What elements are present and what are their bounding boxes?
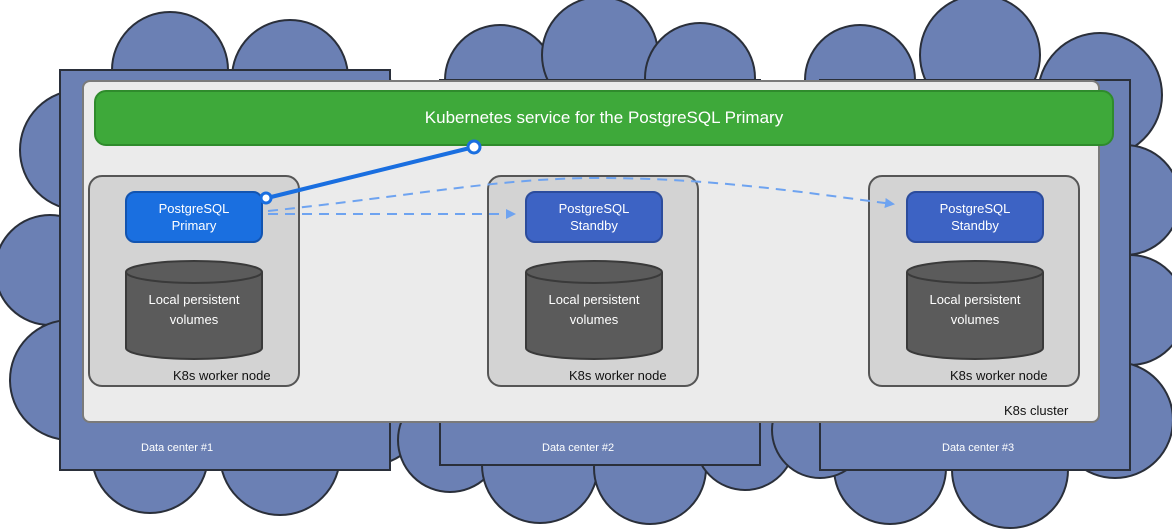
worker-node-1: PostgreSQL Primary Local persistent volu… [88,175,300,387]
worker-node-3: PostgreSQL Standby Local persistent volu… [868,175,1080,387]
worker-node-label: K8s worker node [950,368,1048,383]
worker-node-label: K8s worker node [173,368,271,383]
db-label-line1: PostgreSQL [939,201,1011,216]
volume-label-line1: Local persistent [148,292,240,307]
db-label-line1: PostgreSQL [558,201,630,216]
service-label: Kubernetes service for the PostgreSQL Pr… [424,108,784,127]
volume-label-line1: Local persistent [548,292,640,307]
persistent-volume-cylinder: Local persistent volumes [906,260,1044,360]
worker-node-2: PostgreSQL Standby Local persistent volu… [487,175,699,387]
volume-label-line2: volumes [169,312,219,327]
postgresql-standby: PostgreSQL Standby [525,191,663,243]
k8s-cluster-label: K8s cluster [1004,403,1069,418]
volume-label-line1: Local persistent [929,292,1021,307]
volume-label-line2: volumes [569,312,619,327]
persistent-volume-cylinder: Local persistent volumes [125,260,263,360]
postgresql-standby: PostgreSQL Standby [906,191,1044,243]
db-label-line2: Standby [570,218,618,233]
db-label-line2: Standby [951,218,999,233]
datacenter-label-3: Data center #3 [942,442,1015,454]
db-label-line1: PostgreSQL [158,201,230,216]
db-label-line2: Primary [171,218,217,233]
kubernetes-service-bar: Kubernetes service for the PostgreSQL Pr… [94,90,1114,146]
datacenter-label-1: Data center #1 [141,442,214,454]
worker-node-label: K8s worker node [569,368,667,383]
persistent-volume-cylinder: Local persistent volumes [525,260,663,360]
volume-label-line2: volumes [950,312,1000,327]
datacenter-label-2: Data center #2 [542,442,615,454]
postgresql-primary: PostgreSQL Primary [125,191,263,243]
